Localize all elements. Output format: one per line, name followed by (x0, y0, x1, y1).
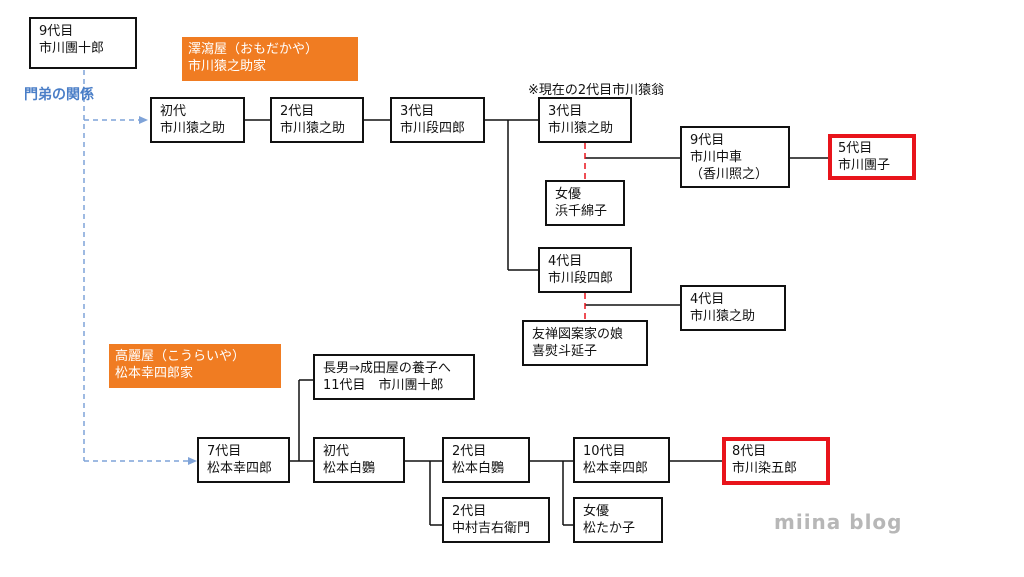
disciple-links (83, 70, 189, 462)
node-name: 中村吉右衛門 (452, 521, 531, 536)
node-name: 市川段四郎 (548, 271, 614, 286)
node-name: 市川猿之助 (690, 309, 756, 324)
node-generation: 2代目 (280, 104, 315, 119)
node-name: 市川團十郎 (39, 41, 105, 56)
node-generation: 5代目 (838, 141, 873, 156)
node-generation: 2代目 (452, 444, 487, 459)
node-danjuro-9: 9代目 市川團十郎 (29, 17, 137, 69)
node-generation: 9代目 (690, 133, 725, 148)
node-name: 市川染五郎 (732, 461, 798, 476)
node-name: 松本白鸚 (452, 461, 505, 476)
node-name: 11代目 市川團十郎 (323, 378, 444, 393)
node-chusha-9: 9代目 市川中車 （香川照之） (680, 126, 790, 188)
node-generation: 7代目 (207, 444, 242, 459)
node-generation: 4代目 (548, 254, 583, 269)
node-name: 喜熨斗延子 (532, 344, 598, 359)
node-koshiro-10: 10代目 松本幸四郎 (573, 437, 670, 483)
node-name: 市川猿之助 (280, 121, 346, 136)
disciple-arrowheads (139, 116, 197, 465)
node-name: 市川團子 (838, 158, 891, 173)
node-ennosuke-1: 初代 市川猿之助 (150, 97, 245, 143)
koraiya-lines (290, 379, 722, 526)
node-kichiemon-2: 2代目 中村吉右衛門 (442, 497, 550, 543)
node-role: 女優 (583, 504, 610, 519)
node-role: 女優 (555, 187, 582, 202)
node-generation: 4代目 (690, 292, 725, 307)
arrowhead-koraiya (188, 457, 197, 465)
house-name: 澤瀉屋（おもだかや） (188, 42, 319, 57)
node-danshiro-3: 3代目 市川段四郎 (390, 97, 485, 143)
node-generation: 3代目 (548, 104, 583, 119)
node-name: 松本幸四郎 (583, 461, 649, 476)
node-kiyoko: 友禅図案家の娘 喜熨斗延子 (522, 320, 648, 366)
node-generation: 3代目 (400, 104, 435, 119)
node-name: 市川段四郎 (400, 121, 466, 136)
house-family: 市川猿之助家 (188, 59, 267, 74)
node-enko-5: 5代目 市川團子 (828, 134, 916, 180)
node-name: 浜千綿子 (555, 204, 608, 219)
node-hama: 女優 浜千綿子 (545, 180, 625, 226)
house-koraiya: 高麗屋（こうらいや） 松本幸四郎家 (109, 344, 281, 388)
node-generation: 2代目 (452, 504, 487, 519)
node-somegoro-8: 8代目 市川染五郎 (722, 437, 830, 485)
node-hakuo-1: 初代 松本白鸚 (313, 437, 405, 483)
node-role: 友禅図案家の娘 (532, 327, 624, 342)
node-role: 長男⇒成田屋の養子へ (323, 361, 451, 376)
blog-watermark: miina blog (774, 510, 903, 534)
node-name: 松本幸四郎 (207, 461, 273, 476)
node-name: 松たか子 (583, 521, 636, 536)
node-hakuo-2: 2代目 松本白鸚 (442, 437, 530, 483)
disciple-label: 門弟の関係 (24, 87, 94, 103)
node-generation: 初代 (323, 444, 350, 459)
node-generation: 8代目 (732, 444, 767, 459)
house-family: 松本幸四郎家 (115, 366, 194, 381)
node-generation: 10代目 (583, 444, 626, 459)
node-name: 市川猿之助 (160, 121, 226, 136)
node-ennosuke-3: 3代目 市川猿之助 (538, 97, 632, 143)
node-name: 市川猿之助 (548, 121, 614, 136)
current-title-note: ※現在の2代目市川猿翁 (528, 83, 665, 98)
node-real-name: （香川照之） (690, 167, 769, 182)
node-name: 市川中車 (690, 150, 743, 165)
house-name: 高麗屋（こうらいや） (115, 349, 246, 364)
node-danshiro-4: 4代目 市川段四郎 (538, 247, 632, 293)
node-ennosuke-4: 4代目 市川猿之助 (680, 285, 786, 331)
omodakaya-lines (245, 119, 828, 306)
node-eldest-son: 長男⇒成田屋の養子へ 11代目 市川團十郎 (313, 354, 475, 400)
node-generation: 9代目 (39, 24, 74, 39)
node-name: 松本白鸚 (323, 461, 376, 476)
node-generation: 初代 (160, 104, 187, 119)
house-omodakaya: 澤瀉屋（おもだかや） 市川猿之助家 (182, 37, 358, 81)
node-ennosuke-2: 2代目 市川猿之助 (270, 97, 364, 143)
node-koshiro-7: 7代目 松本幸四郎 (197, 437, 290, 483)
arrowhead-omodakaya (139, 116, 148, 124)
node-matsu: 女優 松たか子 (573, 497, 663, 543)
